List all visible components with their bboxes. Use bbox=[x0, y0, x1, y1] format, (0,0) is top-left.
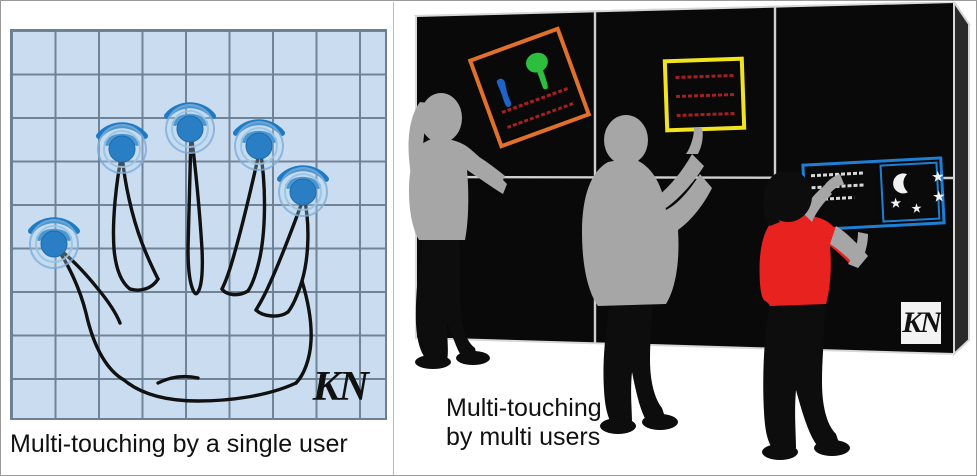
wifi-signal-icon bbox=[23, 197, 85, 243]
artist-signature: KN bbox=[902, 306, 942, 339]
center-shoe bbox=[642, 414, 678, 430]
blue-window-image-pane: ★ ★ ★ ★ bbox=[879, 161, 946, 223]
wifi-signal-icon bbox=[91, 102, 153, 148]
red-user-left-arm bbox=[802, 186, 832, 222]
red-user-shirt bbox=[759, 214, 860, 306]
blue-shape-icon bbox=[493, 75, 519, 115]
center-shoe bbox=[600, 418, 636, 434]
red-user-left-hand bbox=[824, 174, 844, 196]
right-panel: ★ ★ ★ ★ KN bbox=[394, 2, 976, 475]
center-head bbox=[604, 115, 648, 165]
woman-shoe bbox=[456, 351, 490, 365]
center-hand bbox=[686, 128, 703, 154]
wall-right-bezel bbox=[953, 2, 970, 357]
green-shape-icon bbox=[521, 48, 561, 99]
woman-legs bbox=[415, 230, 477, 360]
red-user-head bbox=[764, 172, 812, 222]
left-panel-caption: Multi-touching by a single user bbox=[10, 430, 348, 458]
star-icon: ★ bbox=[931, 188, 947, 206]
right-panel-caption: Multi-touching by multi users bbox=[446, 394, 602, 451]
orange-window[interactable] bbox=[467, 26, 592, 149]
wifi-signal-icon bbox=[228, 99, 290, 145]
woman-shoe bbox=[415, 355, 451, 369]
center-user bbox=[562, 110, 722, 440]
red-user-shoe bbox=[762, 444, 798, 460]
center-legs bbox=[603, 285, 666, 426]
star-icon: ★ bbox=[889, 194, 903, 212]
center-arm bbox=[658, 154, 704, 208]
red-user-legs bbox=[763, 300, 840, 451]
blue-window[interactable]: ★ ★ ★ ★ bbox=[801, 156, 946, 232]
wifi-signal-icon bbox=[159, 82, 221, 128]
center-body bbox=[582, 158, 712, 306]
star-icon: ★ bbox=[910, 200, 923, 217]
star-icon: ★ bbox=[930, 168, 946, 186]
red-shirt-user bbox=[746, 172, 881, 462]
moon-icon bbox=[891, 172, 914, 195]
red-dashed-text-line bbox=[675, 73, 734, 80]
red-user-hair bbox=[763, 194, 780, 226]
wifi-signal-icon bbox=[272, 145, 334, 191]
hand-outline-drawing bbox=[54, 131, 313, 403]
woman-user bbox=[389, 80, 507, 370]
woman-arm bbox=[463, 150, 505, 184]
left-panel: KN Multi-touching by a single user bbox=[2, 2, 394, 475]
red-dashed-text-line bbox=[675, 92, 735, 98]
artist-signature: KN bbox=[312, 364, 369, 410]
red-user-shoe bbox=[814, 440, 850, 456]
grid-board: KN bbox=[10, 29, 387, 420]
red-user-right-hand bbox=[848, 232, 868, 268]
display-wall: ★ ★ ★ ★ KN bbox=[394, 2, 976, 460]
signature-box: KN bbox=[901, 302, 942, 344]
woman-hair bbox=[408, 102, 435, 210]
